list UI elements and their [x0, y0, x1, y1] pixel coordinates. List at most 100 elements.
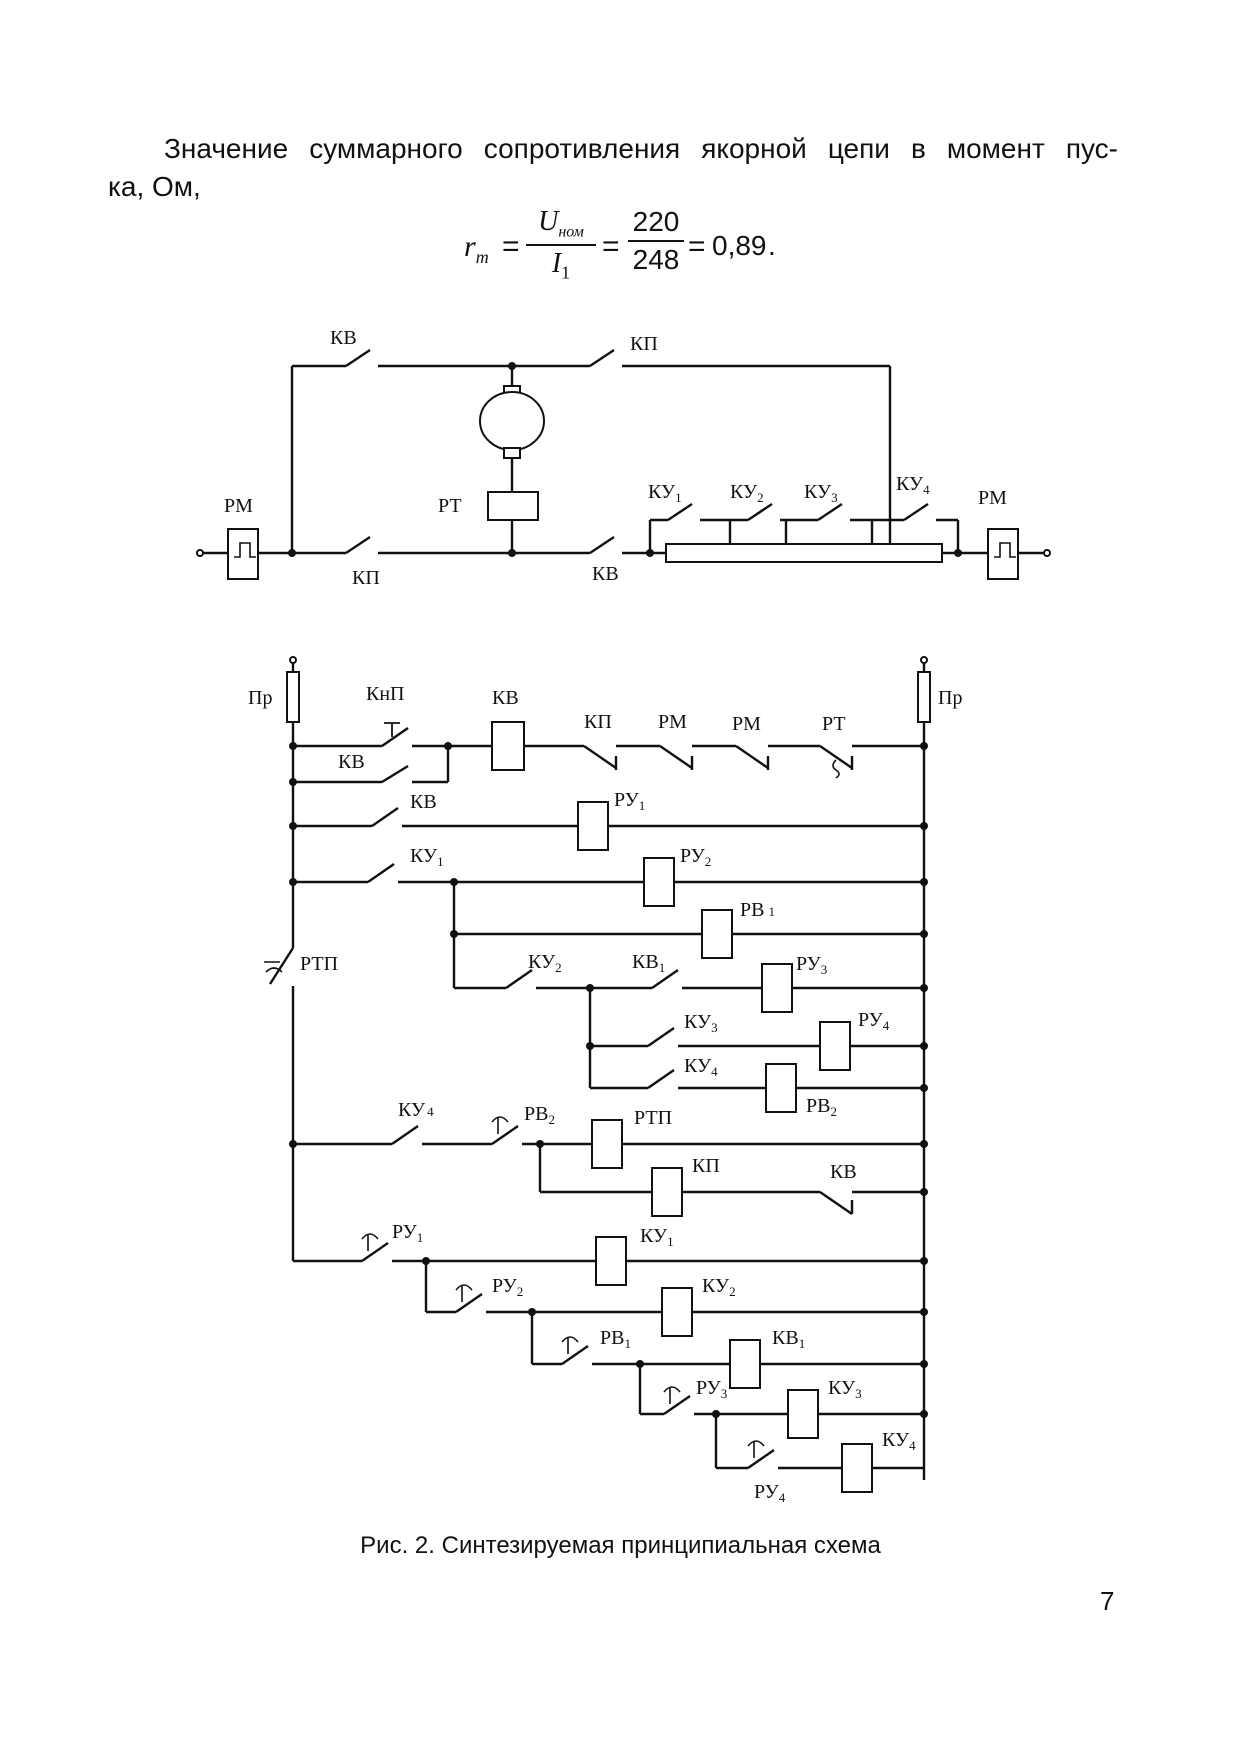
- knp-button: [381, 727, 409, 747]
- ku1-coil: [595, 1236, 627, 1286]
- body-paragraph: Значение суммарного сопротивления якорно…: [108, 130, 1118, 206]
- label-kv-r2: КВ: [410, 791, 437, 813]
- ku3-contact-ctrl: [647, 1027, 675, 1047]
- label-ru3-r5: РУ3: [796, 953, 827, 977]
- label-ku1: КУ1: [648, 481, 682, 505]
- label-ku3-r13: КУ3: [828, 1377, 862, 1401]
- label-kv1-r5: КВ1: [632, 951, 665, 975]
- kp-nc-contact: [583, 745, 617, 769]
- kv-nc-contact: [819, 1191, 853, 1215]
- label-kp-bottom: КП: [352, 567, 380, 589]
- power-circuit-diagram: КВ КП РМ РТ КП КВ КУ1 КУ2 КУ3 КУ4 РМ: [196, 327, 1051, 589]
- motor-symbol: [479, 391, 545, 451]
- kv-top-contact: [345, 349, 371, 367]
- label-ru1-r10: РУ1: [392, 1221, 423, 1245]
- formula-numerator-u: Uном: [538, 206, 584, 241]
- ru1-coil: [577, 801, 609, 851]
- label-ru2-r3: РУ2: [680, 845, 711, 869]
- label-ku1-r3: КУ1: [410, 845, 444, 869]
- kv-ru1-contact: [371, 807, 399, 827]
- label-ku2-r11: КУ2: [702, 1275, 736, 1299]
- ku3-contact: [817, 503, 843, 521]
- ru3-coil: [761, 963, 793, 1013]
- label-ru1-r2: РУ1: [614, 789, 645, 813]
- label-kv-coil: КВ: [492, 687, 519, 709]
- paragraph-line-1: Значение суммарного сопротивления якорно…: [164, 133, 1118, 164]
- label-ru2-r11: РУ2: [492, 1275, 523, 1299]
- label-kp-r1: КП: [584, 711, 612, 733]
- ku4-coil: [841, 1443, 873, 1493]
- kp-coil: [651, 1167, 683, 1217]
- formula-lhs: rm: [464, 230, 489, 267]
- rv1-timed-contact: [561, 1345, 589, 1365]
- ru1-timed-contact: [361, 1242, 389, 1262]
- kv1-contact-ctrl: [651, 969, 679, 989]
- label-rtp-side: РТП: [300, 953, 338, 975]
- rv2-timed-contact: [491, 1125, 519, 1145]
- ku4-contact: [903, 503, 929, 521]
- ku4-contact-ctrl: [647, 1069, 675, 1089]
- label-kv-top: КВ: [330, 327, 357, 349]
- kv1-coil: [729, 1339, 761, 1389]
- label-rm1-r1: РМ: [658, 711, 687, 733]
- rt-relay-coil: [487, 491, 539, 521]
- formula-denominator-248: 248: [632, 244, 680, 275]
- label-knp: КнП: [366, 683, 405, 705]
- label-ru4-r6: РУ4: [858, 1009, 890, 1033]
- label-rv2-r7: РВ2: [806, 1095, 837, 1119]
- label-rm-left: РМ: [224, 495, 253, 517]
- label-kv-r1b: КВ: [338, 751, 365, 773]
- label-ku3-r6: КУ3: [684, 1011, 718, 1035]
- kp-bottom-contact: [345, 536, 371, 554]
- starting-resistor: [665, 543, 943, 563]
- label-rtp-r8: РТП: [634, 1107, 672, 1129]
- ru3-timed-contact: [663, 1395, 691, 1415]
- label-pr-right: Пр: [938, 687, 962, 709]
- ru2-timed-contact: [455, 1293, 483, 1313]
- label-rm2-r1: РМ: [732, 713, 761, 735]
- rv2-coil: [765, 1063, 797, 1113]
- ku2-contact-ctrl: [505, 969, 533, 989]
- formula-fraction-symbolic: Uном I1: [526, 206, 596, 283]
- ru4-coil: [819, 1021, 851, 1071]
- label-ku3: КУ3: [804, 481, 838, 505]
- fuse-left: [286, 671, 300, 723]
- ku2-coil: [661, 1287, 693, 1337]
- label-ru4-r14: РУ4: [754, 1481, 786, 1505]
- ku2-contact: [747, 503, 773, 521]
- rtp-contact: [268, 947, 295, 985]
- label-rv2-r8: РВ2: [524, 1103, 555, 1127]
- figure-caption: Рис. 2. Синтезируемая принципиальная схе…: [360, 1532, 881, 1559]
- label-rm-right: РМ: [978, 487, 1007, 509]
- rv1-coil: [701, 909, 733, 959]
- label-pr-left: Пр: [248, 687, 272, 709]
- formula-equals-1: =: [502, 230, 520, 263]
- label-ku1-r10: КУ1: [640, 1225, 674, 1249]
- label-kp-r9: КП: [692, 1155, 720, 1177]
- label-rt-r1: РТ: [822, 713, 846, 735]
- label-kv1-r12: КВ1: [772, 1327, 805, 1351]
- formula-fraction-numeric: 220 248: [628, 206, 684, 276]
- ku3-coil: [787, 1389, 819, 1439]
- rtp-coil: [591, 1119, 623, 1169]
- paragraph-line-2: ка, Ом,: [108, 171, 201, 202]
- label-ku2-r5: КУ2: [528, 951, 562, 975]
- formula-numerator-220: 220: [632, 206, 680, 237]
- ru4-timed-contact: [747, 1449, 775, 1469]
- kv-bottom-contact: [589, 536, 615, 554]
- rm-right-relay: [987, 528, 1019, 580]
- formula-equals-3: =: [688, 230, 706, 263]
- control-circuit-diagram: Пр Пр КнП КВ КП РМ РМ РТ КВ КВ РУ1 КУ1 Р…: [248, 656, 962, 1505]
- kv-hold-contact: [381, 764, 409, 784]
- rm1-nc-contact: [659, 745, 693, 769]
- label-ku4: КУ4: [896, 473, 930, 497]
- resistance-formula: rm = Uном I1 = 220 248 = 0,89 .: [450, 206, 810, 292]
- kp-top-contact: [589, 349, 615, 367]
- rm2-nc-contact: [735, 745, 769, 769]
- rm-left-relay: [227, 528, 259, 580]
- fuse-right: [917, 671, 931, 723]
- ku1-contact-ctrl: [367, 863, 395, 883]
- label-kv-bottom: КВ: [592, 563, 619, 585]
